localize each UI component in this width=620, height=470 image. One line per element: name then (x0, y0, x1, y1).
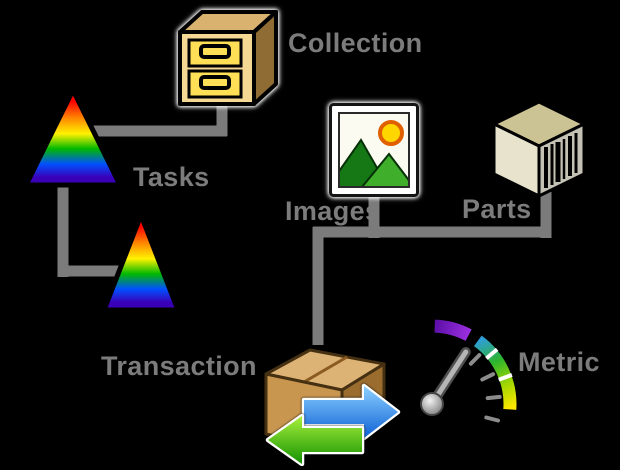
barcode (544, 133, 578, 188)
label-metric: Metric (518, 347, 600, 377)
label-tasks: Tasks (133, 162, 210, 192)
label-parts: Parts (462, 194, 532, 224)
gauge-arc-purple (434, 319, 472, 341)
gauge-icon (420, 319, 517, 423)
gauge-needle (420, 347, 471, 416)
mountain-front (361, 152, 408, 186)
label-transaction: Transaction (101, 351, 257, 381)
gauge-segment-gaps (485, 347, 513, 382)
file-cabinet-icon (178, 10, 278, 106)
cardboard-box (264, 348, 386, 454)
sun-icon (378, 120, 404, 146)
package-arrows-icon (264, 348, 401, 466)
picture-icon (329, 103, 419, 197)
gauge-ticks (468, 353, 502, 423)
arrow-left-icon (265, 413, 365, 466)
arrow-right-icon (301, 383, 401, 441)
label-collection: Collection (288, 28, 423, 58)
label-images: Images (285, 196, 381, 226)
gauge-arc-rainbow (473, 335, 517, 410)
prism-triangle-icon (101, 212, 181, 313)
prism-triangle-icon (23, 87, 123, 188)
box-barcode-icon (492, 100, 586, 198)
